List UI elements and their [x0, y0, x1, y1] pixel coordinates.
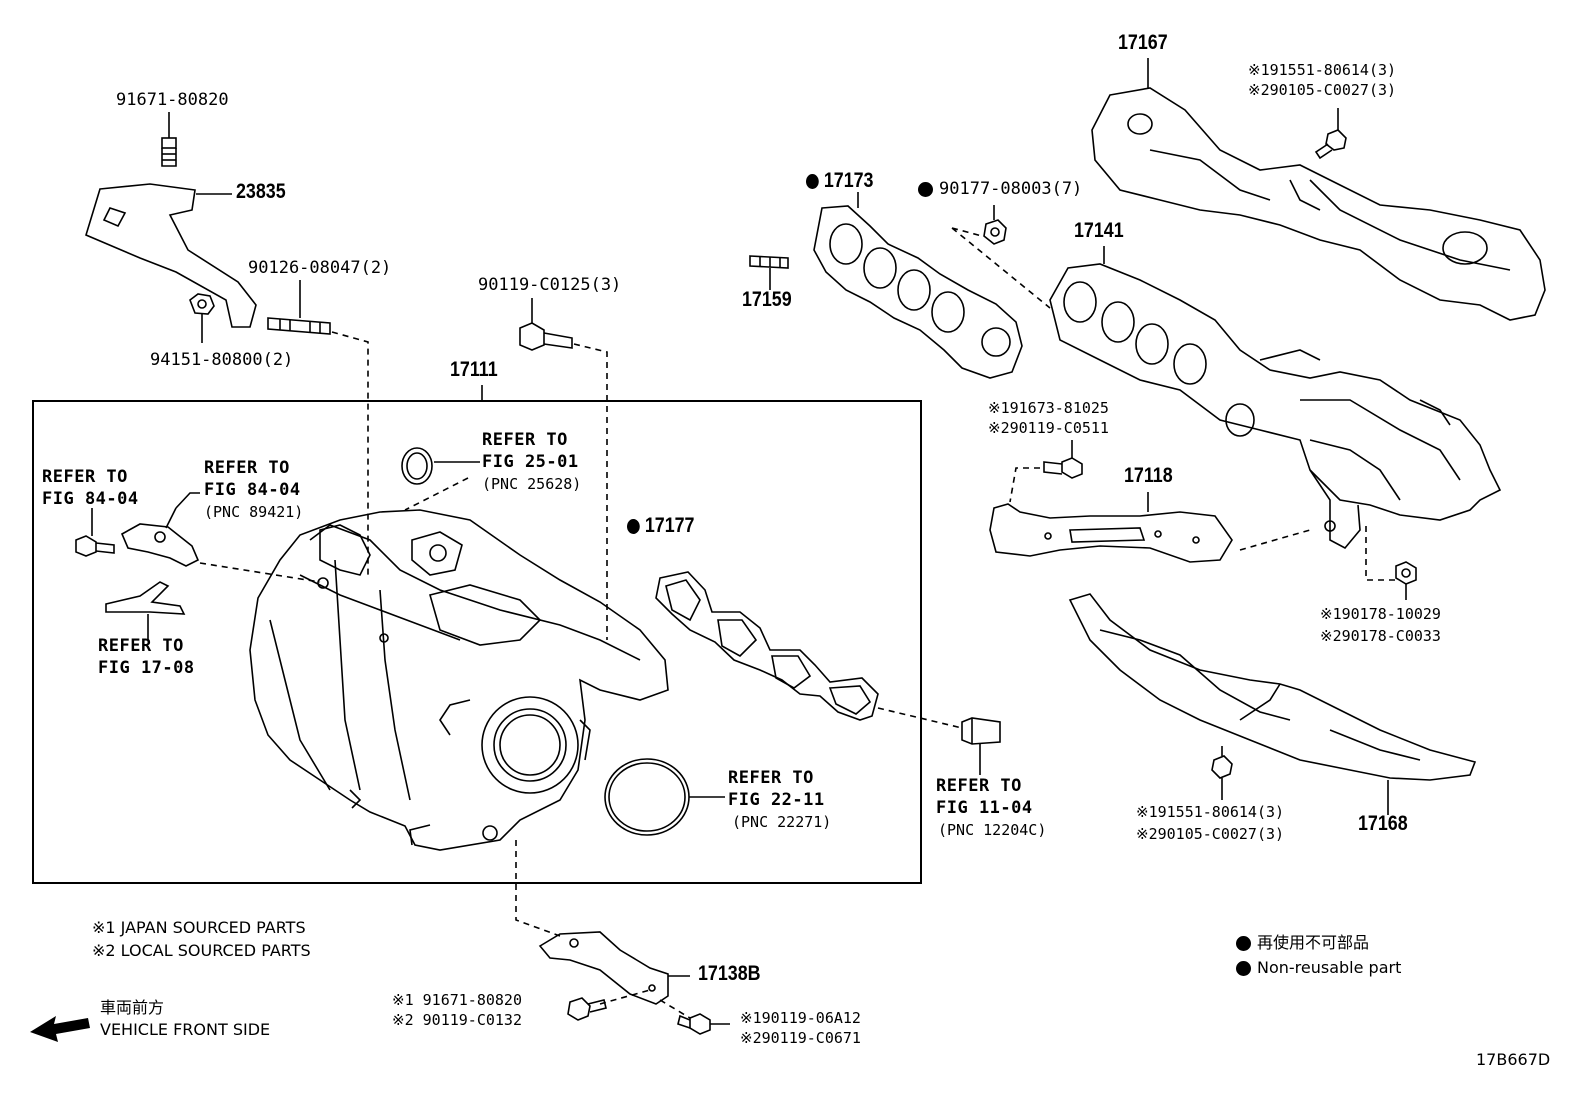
- gasket-17177: [655, 571, 879, 721]
- label-191551-bottom-2: ※290105-C0027(3): [1136, 825, 1285, 843]
- label-17141: 17141: [1074, 219, 1124, 242]
- gasket-ring-22271: [604, 758, 690, 836]
- label-17138b: 17138B: [698, 962, 761, 985]
- label-bolt-left-1: ※1 91671-80820: [392, 991, 522, 1009]
- refer-fig25-line1: REFER TO: [482, 430, 568, 450]
- legend-non-reusable-jp: 再使用不可部品: [1236, 933, 1369, 953]
- refer-fig11-pnc: (PNC 12204C): [938, 821, 1047, 839]
- note-local-sourced: ※2 LOCAL SOURCED PARTS: [92, 941, 311, 960]
- intake-manifold-group-box: [32, 400, 922, 884]
- refer-fig84-a-line2: FIG 84-04: [42, 489, 139, 509]
- refer-fig84-b-line1: REFER TO: [204, 458, 290, 478]
- label-90177: 90177-08003(7): [918, 179, 1082, 199]
- bolt-191551-bottom: [1211, 746, 1233, 800]
- bolt-90119-c0125: [519, 298, 573, 351]
- label-191551-top-2: ※290105-C0027(3): [1248, 81, 1397, 99]
- non-reusable-dot-icon: [627, 518, 640, 534]
- refer-fig22-line2: FIG 22-11: [728, 790, 825, 810]
- label-17173: 17173: [806, 170, 873, 191]
- nut-94151: [189, 293, 215, 343]
- non-reusable-dot-icon: [918, 181, 933, 197]
- bolt-left-17138: [567, 997, 607, 1021]
- refer-fig84-b-line2: FIG 84-04: [204, 480, 301, 500]
- label-17168: 17168: [1358, 812, 1408, 835]
- note-vehicle-front-en: VEHICLE FRONT SIDE: [100, 1020, 271, 1039]
- bolt-right-17138: [677, 1013, 730, 1035]
- legend-non-reusable-en: Non-reusable part: [1236, 958, 1401, 978]
- label-94151: 94151-80800(2): [150, 350, 294, 370]
- non-reusable-dot-icon: [806, 173, 819, 189]
- label-17177: 17177: [627, 515, 694, 536]
- label-bolt-right-2: ※290119-C0671: [740, 1029, 861, 1047]
- refer-fig84-a-line1: REFER TO: [42, 467, 128, 487]
- label-17118: 17118: [1124, 464, 1173, 487]
- hose-17-08: [105, 581, 186, 615]
- label-17111: 17111: [450, 358, 498, 381]
- label-bolt-right-1: ※190119-06A12: [740, 1009, 861, 1027]
- label-90126: 90126-08047(2): [248, 258, 392, 278]
- nut-190178: [1395, 561, 1417, 600]
- label-17159: 17159: [742, 288, 792, 311]
- refer-fig25-pnc: (PNC 25628): [482, 475, 582, 493]
- label-bolt-left-2: ※2 90119-C0132: [392, 1011, 522, 1029]
- label-190178-1: ※190178-10029: [1320, 605, 1441, 623]
- bolt-191673: [1043, 440, 1083, 479]
- bracket-23835: [85, 183, 257, 328]
- sensor-89421: [120, 492, 200, 567]
- label-17167: 17167: [1118, 31, 1168, 54]
- refer-fig22-line1: REFER TO: [728, 768, 814, 788]
- sensor-12204c: [961, 717, 1001, 775]
- refer-fig11-line2: FIG 11-04: [936, 798, 1033, 818]
- bolt-sensor-left: [75, 508, 115, 557]
- refer-fig25-line2: FIG 25-01: [482, 452, 579, 472]
- refer-fig17-line2: FIG 17-08: [98, 658, 195, 678]
- bolt-191551-top: [1314, 108, 1347, 160]
- vehicle-front-arrow: [30, 1016, 90, 1042]
- heat-insulator-17168: [1068, 593, 1477, 815]
- bracket-17138b: [538, 931, 690, 1005]
- refer-fig84-b-pnc: (PNC 89421): [204, 503, 304, 521]
- heat-insulator-17167: [1091, 58, 1546, 321]
- label-91671: 91671-80820: [116, 90, 229, 110]
- gasket-17173: [813, 192, 1023, 379]
- exhaust-manifold-17141: [1049, 246, 1502, 550]
- label-191551-bottom-1: ※191551-80614(3): [1136, 803, 1285, 821]
- figure-code: 17B667D: [1476, 1050, 1551, 1069]
- note-vehicle-front-jp: 車両前方: [100, 998, 165, 1017]
- label-191673-1: ※191673-81025: [988, 399, 1109, 417]
- intake-manifold-17111: [249, 509, 669, 851]
- stay-17118: [989, 492, 1233, 563]
- note-japan-sourced: ※1 JAPAN SOURCED PARTS: [92, 918, 306, 937]
- nut-90177: [983, 205, 1007, 245]
- gasket-ring-25628: [401, 447, 433, 485]
- label-191673-2: ※290119-C0511: [988, 419, 1109, 437]
- label-23835: 23835: [236, 180, 286, 203]
- refer-fig17-line1: REFER TO: [98, 636, 184, 656]
- label-190178-2: ※290178-C0033: [1320, 627, 1441, 645]
- label-191551-top-1: ※191551-80614(3): [1248, 61, 1397, 79]
- refer-fig11-line1: REFER TO: [936, 776, 1022, 796]
- stud-90126: [267, 280, 331, 335]
- label-90119-c0125: 90119-C0125(3): [478, 275, 622, 295]
- refer-fig22-pnc: (PNC 22271): [732, 813, 832, 831]
- non-reusable-dot-icon: [1236, 936, 1251, 951]
- bolt-91671-top: [161, 112, 177, 167]
- stud-17159: [749, 255, 789, 290]
- non-reusable-dot-icon: [1236, 961, 1251, 976]
